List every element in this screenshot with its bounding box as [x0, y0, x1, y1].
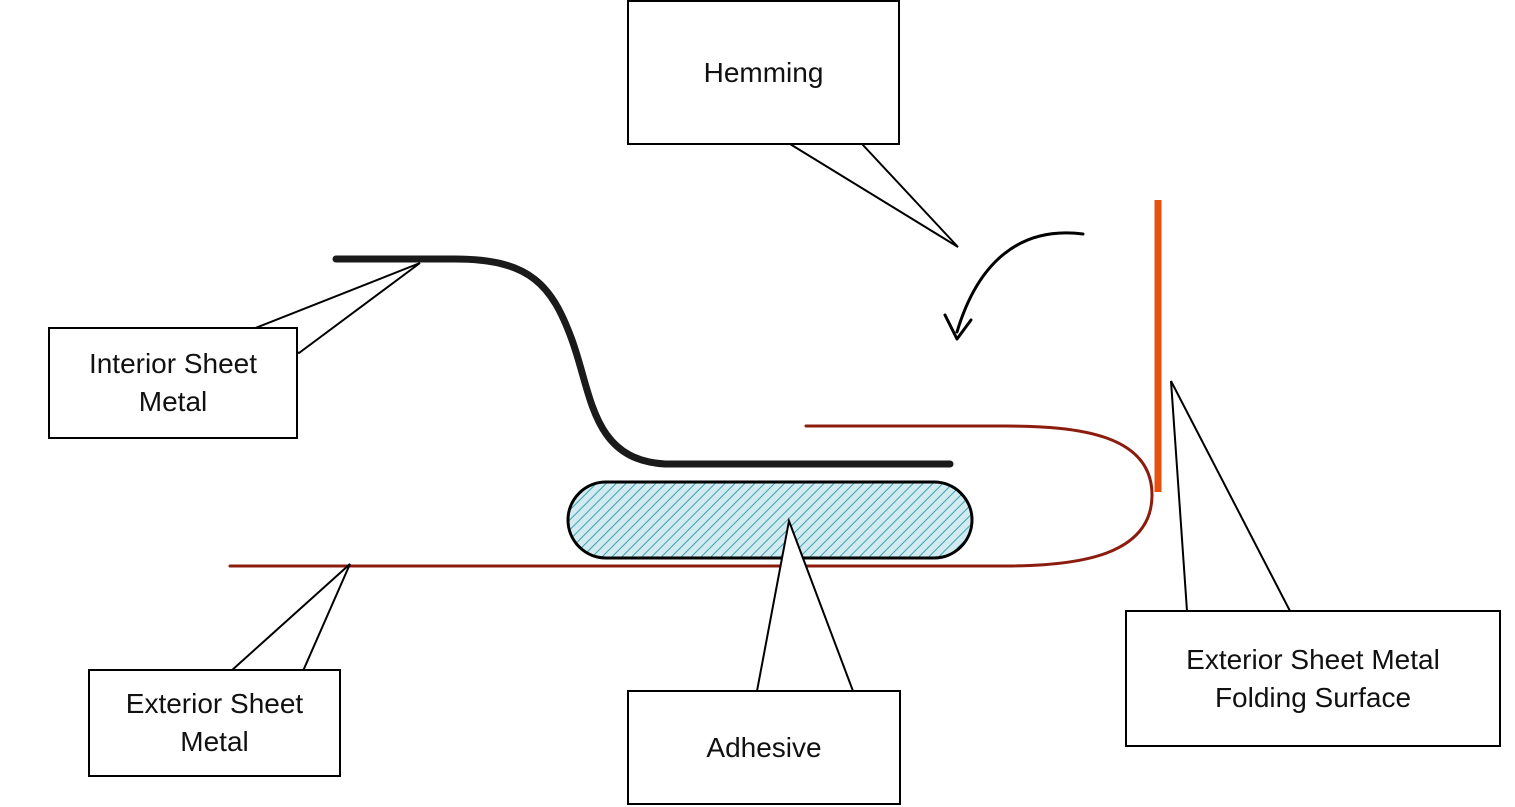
exterior-sheet-metal-line — [228, 424, 1154, 568]
hemming-label: Hemming — [703, 56, 824, 88]
adhesive-label: Adhesive — [706, 731, 822, 763]
interior-sheet-metal-line — [332, 255, 954, 468]
hemming-motion-arrow-icon — [943, 231, 1085, 341]
hemming-callout-box: Hemming — [627, 0, 900, 145]
exterior-sheet-metal-label: Exterior Sheet Metal — [125, 688, 304, 757]
folding-surface-label: Exterior Sheet Metal Folding Surface — [1186, 643, 1440, 713]
interior-sheet-metal-label: Interior Sheet Metal — [88, 348, 258, 417]
interior-sheet-metal-callout-box: Interior Sheet Metal — [48, 327, 298, 439]
folding-surface-callout-box: Exterior Sheet Metal Folding Surface — [1125, 610, 1501, 747]
exterior-callout-tail — [228, 563, 351, 672]
folding-callout-tail — [1170, 380, 1292, 612]
adhesive-bead — [566, 480, 974, 560]
exterior-sheet-metal-callout-box: Exterior Sheet Metal — [88, 669, 341, 777]
adhesive-callout-box: Adhesive — [627, 690, 901, 805]
hemming-callout-tail — [786, 143, 959, 248]
